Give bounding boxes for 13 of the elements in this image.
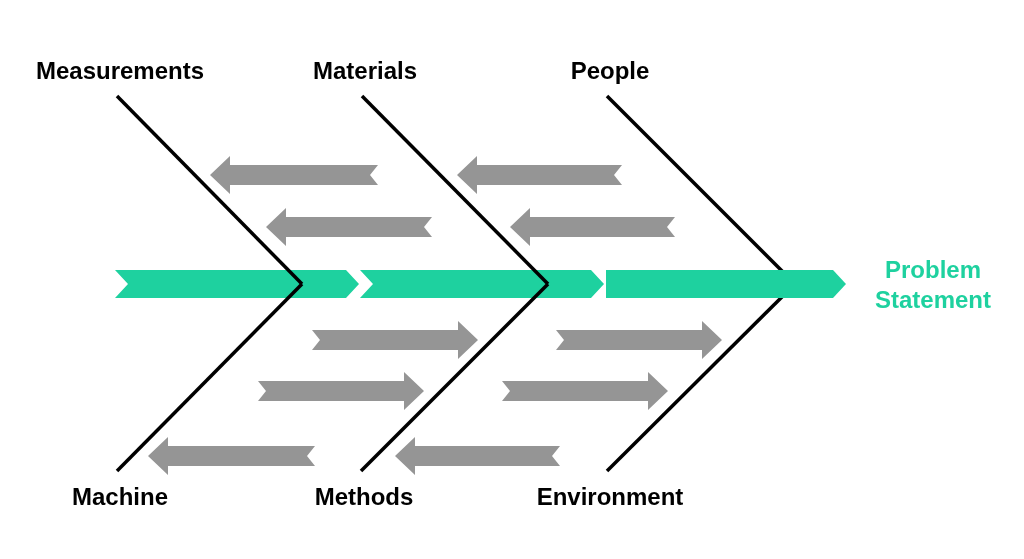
fishbone-branch-line	[115, 94, 304, 286]
fishbone-branch-line	[115, 282, 304, 473]
category-label: People	[550, 56, 670, 86]
fishbone-spine-drawing	[115, 270, 604, 298]
effect-label: Problem Statement	[846, 254, 1020, 316]
fishbone-branch-line	[360, 94, 550, 286]
category-label: Materials	[295, 56, 435, 86]
category-label: Environment	[505, 482, 715, 512]
fishbone-branch-line	[359, 282, 550, 473]
category-label: Methods	[294, 482, 434, 512]
category-label: Measurements	[10, 56, 230, 86]
category-label: Machine	[50, 482, 190, 512]
spine-arrow	[606, 270, 846, 298]
